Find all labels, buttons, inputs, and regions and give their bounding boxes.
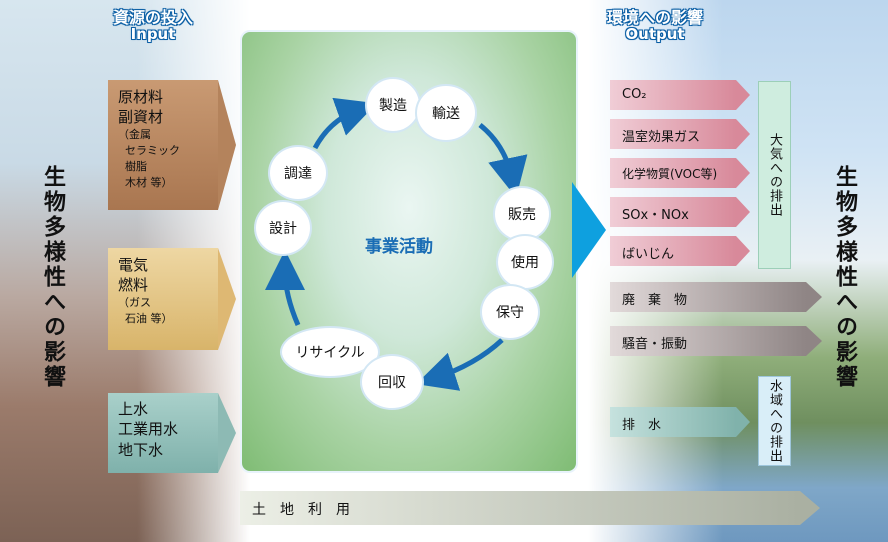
cycle-arrow-bottom <box>415 338 504 391</box>
output-dust-label: ばいじん <box>622 247 675 262</box>
output-header-en: Output <box>625 24 685 43</box>
output-co2-label: CO₂ <box>622 87 647 102</box>
input-energy-text: 電気 燃料 （ガス 石油 等） <box>118 256 173 327</box>
activity-chotatsu: 調達 <box>268 145 328 201</box>
output-arrow-tip <box>736 158 750 188</box>
biodiversity-right-label: 生物多様性への影響 <box>832 165 857 390</box>
input-arrow-energy: 電気 燃料 （ガス 石油 等） <box>108 248 236 350</box>
input-water-main: 上水 工業用水 地下水 <box>118 400 179 459</box>
output-ghg: 温室効果ガス <box>610 119 750 149</box>
cycle-arrow-top-left <box>312 97 377 150</box>
output-waste: 廃 棄 物 <box>610 282 822 312</box>
output-dust: ばいじん <box>610 236 750 266</box>
output-arrow-body <box>610 407 736 437</box>
activity-seizo: 製造 <box>365 77 421 133</box>
activity-sekkei: 設計 <box>254 200 312 256</box>
output-co2: CO₂ <box>610 80 750 110</box>
input-arrow-materials: 原材料 副資材 （金属 セラミック 樹脂 木材 等） <box>108 80 236 210</box>
input-header-en: Input <box>130 24 176 43</box>
input-header: 資源の投入 Input <box>108 8 198 43</box>
input-arrow-body <box>108 393 218 473</box>
output-arrow-tip <box>736 407 750 437</box>
output-arrow-body <box>610 197 736 227</box>
output-arrow-tip <box>736 119 750 149</box>
output-header: 環境への影響 Output <box>595 8 715 43</box>
output-wastewater-label: 排 水 <box>622 418 662 433</box>
input-energy-sub: （ガス 石油 等） <box>118 296 173 325</box>
biodiversity-left-label: 生物多様性への影響 <box>40 165 65 390</box>
activity-yuso: 輸送 <box>415 84 477 142</box>
air-emission-box: 大気への排出 <box>758 81 791 269</box>
water-emission-label: 水域への排出 <box>767 379 782 463</box>
input-materials-text: 原材料 副資材 （金属 セラミック 樹脂 木材 等） <box>118 88 180 191</box>
output-direction-arrow <box>572 182 606 278</box>
activity-kaishu: 回収 <box>360 354 424 410</box>
output-arrow-tip <box>736 80 750 110</box>
air-emission-label: 大気への排出 <box>767 133 782 217</box>
input-arrow-tip <box>218 80 236 210</box>
output-arrow-tip <box>806 282 822 312</box>
input-arrow-tip <box>218 248 236 350</box>
output-sox-nox: SOx・NOx <box>610 197 750 227</box>
input-header-jp: 資源の投入 <box>112 8 193 27</box>
business-activities-label: 事業活動 <box>365 237 433 257</box>
activity-hoshu: 保守 <box>480 284 540 340</box>
output-noise-label: 騒音・振動 <box>622 337 688 352</box>
output-arrow-body <box>610 326 806 356</box>
land-use-tip <box>800 491 820 525</box>
input-materials-main: 原材料 副資材 <box>118 88 164 126</box>
output-ghg-label: 温室効果ガス <box>622 130 701 145</box>
output-arrow-tip <box>736 236 750 266</box>
land-use-body <box>240 491 800 525</box>
input-materials-sub: （金属 セラミック 樹脂 木材 等） <box>118 128 180 189</box>
output-arrow-body <box>610 119 736 149</box>
land-use-arrow: 土 地 利 用 <box>240 491 820 525</box>
output-arrow-body <box>610 282 806 312</box>
input-arrow-water: 上水 工業用水 地下水 <box>108 393 236 473</box>
output-wastewater: 排 水 <box>610 407 750 437</box>
input-water-text: 上水 工業用水 地下水 <box>118 399 178 460</box>
water-emission-box: 水域への排出 <box>758 376 791 466</box>
input-energy-main: 電気 燃料 <box>118 256 149 294</box>
cycle-arrow-left <box>265 250 306 326</box>
output-header-jp: 環境への影響 <box>606 8 703 27</box>
output-sox-nox-label: SOx・NOx <box>622 208 689 223</box>
input-arrow-body <box>108 80 218 210</box>
output-arrow-tip <box>736 197 750 227</box>
output-arrow-body <box>610 158 736 188</box>
cycle-arrow-right <box>478 123 528 198</box>
input-arrow-tip <box>218 393 236 473</box>
output-arrow-body <box>610 236 736 266</box>
input-arrow-body <box>108 248 218 350</box>
land-use-label: 土 地 利 用 <box>252 502 350 518</box>
output-arrow-body <box>610 80 736 110</box>
output-chemicals: 化学物質(VOC等) <box>610 158 750 188</box>
output-waste-label: 廃 棄 物 <box>622 293 688 308</box>
output-noise: 騒音・振動 <box>610 326 822 356</box>
activity-shiyo: 使用 <box>496 234 554 290</box>
output-chemicals-label: 化学物質(VOC等) <box>622 167 718 181</box>
output-arrow-tip <box>806 326 822 356</box>
cycle-arrows <box>265 97 528 391</box>
